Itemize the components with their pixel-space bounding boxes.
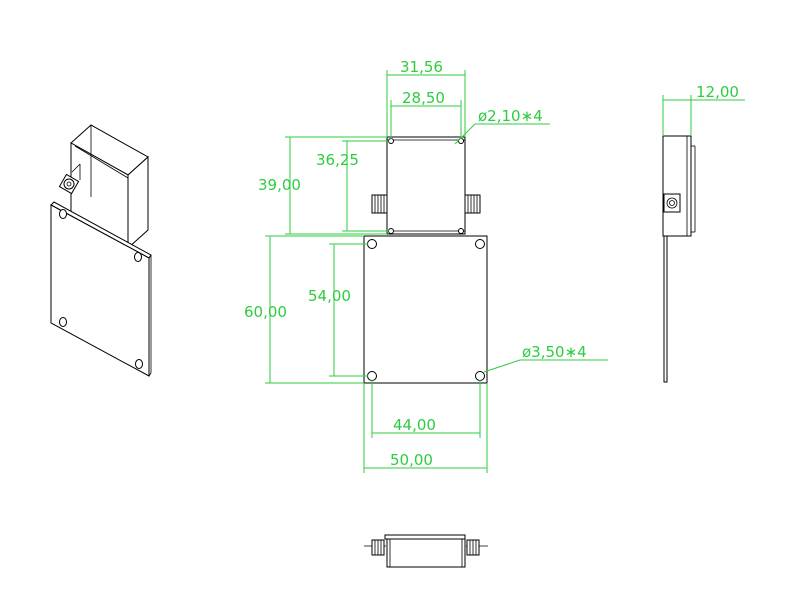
- left-connector-tab: [371, 194, 388, 214]
- right-connector-tab: [464, 194, 481, 214]
- base-plate-outline: [363, 235, 488, 384]
- dim-label-top-outer-height: 39,00: [258, 176, 301, 194]
- isometric-view: [50, 124, 152, 377]
- bottom-body-outline: [386, 538, 466, 568]
- dim-label-top-outer-width: 31,56: [400, 58, 443, 76]
- side-view: [662, 135, 696, 383]
- bottom-view: [364, 534, 488, 568]
- dim-label-plate-hole-callout: ø3,50∗4: [522, 343, 587, 361]
- dim-label-top-hole-callout: ø2,10∗4: [478, 107, 543, 125]
- side-plate: [663, 235, 668, 383]
- dim-label-side-thickness: 12,00: [696, 83, 739, 101]
- plate-mounting-hole: [475, 371, 485, 381]
- plate-mounting-hole: [475, 239, 485, 249]
- top-view-plate: [363, 235, 488, 384]
- iso-hole: [135, 359, 143, 369]
- side-box-outline: [662, 135, 692, 237]
- iso-hole: [134, 252, 142, 262]
- side-connector: [663, 193, 681, 213]
- dim-label-plate-outer-height: 60,00: [244, 303, 287, 321]
- small-mounting-hole: [388, 138, 394, 144]
- top-view-box: [371, 136, 481, 235]
- small-mounting-hole: [458, 228, 464, 234]
- dim-label-plate-inner-width: 44,00: [393, 416, 436, 434]
- small-mounting-hole: [388, 228, 394, 234]
- dim-label-plate-outer-width: 50,00: [390, 451, 433, 469]
- dimension-lines: [265, 70, 745, 473]
- iso-hole: [59, 209, 67, 219]
- iso-connector: [58, 163, 81, 195]
- iso-hole: [59, 317, 67, 327]
- iso-box-side: [127, 155, 149, 250]
- plate-mounting-hole: [367, 239, 377, 249]
- dim-label-top-inner-height: 36,25: [316, 151, 359, 169]
- plate-mounting-hole: [367, 371, 377, 381]
- bottom-plate-edge: [384, 534, 466, 540]
- dimension-labels: 31,56 28,50 ø2,10∗4 36,25 39,00 12,00 60…: [244, 58, 739, 469]
- dim-label-plate-inner-height: 54,00: [308, 287, 351, 305]
- dim-label-top-inner-width: 28,50: [402, 89, 445, 107]
- upper-box-outline: [386, 136, 466, 235]
